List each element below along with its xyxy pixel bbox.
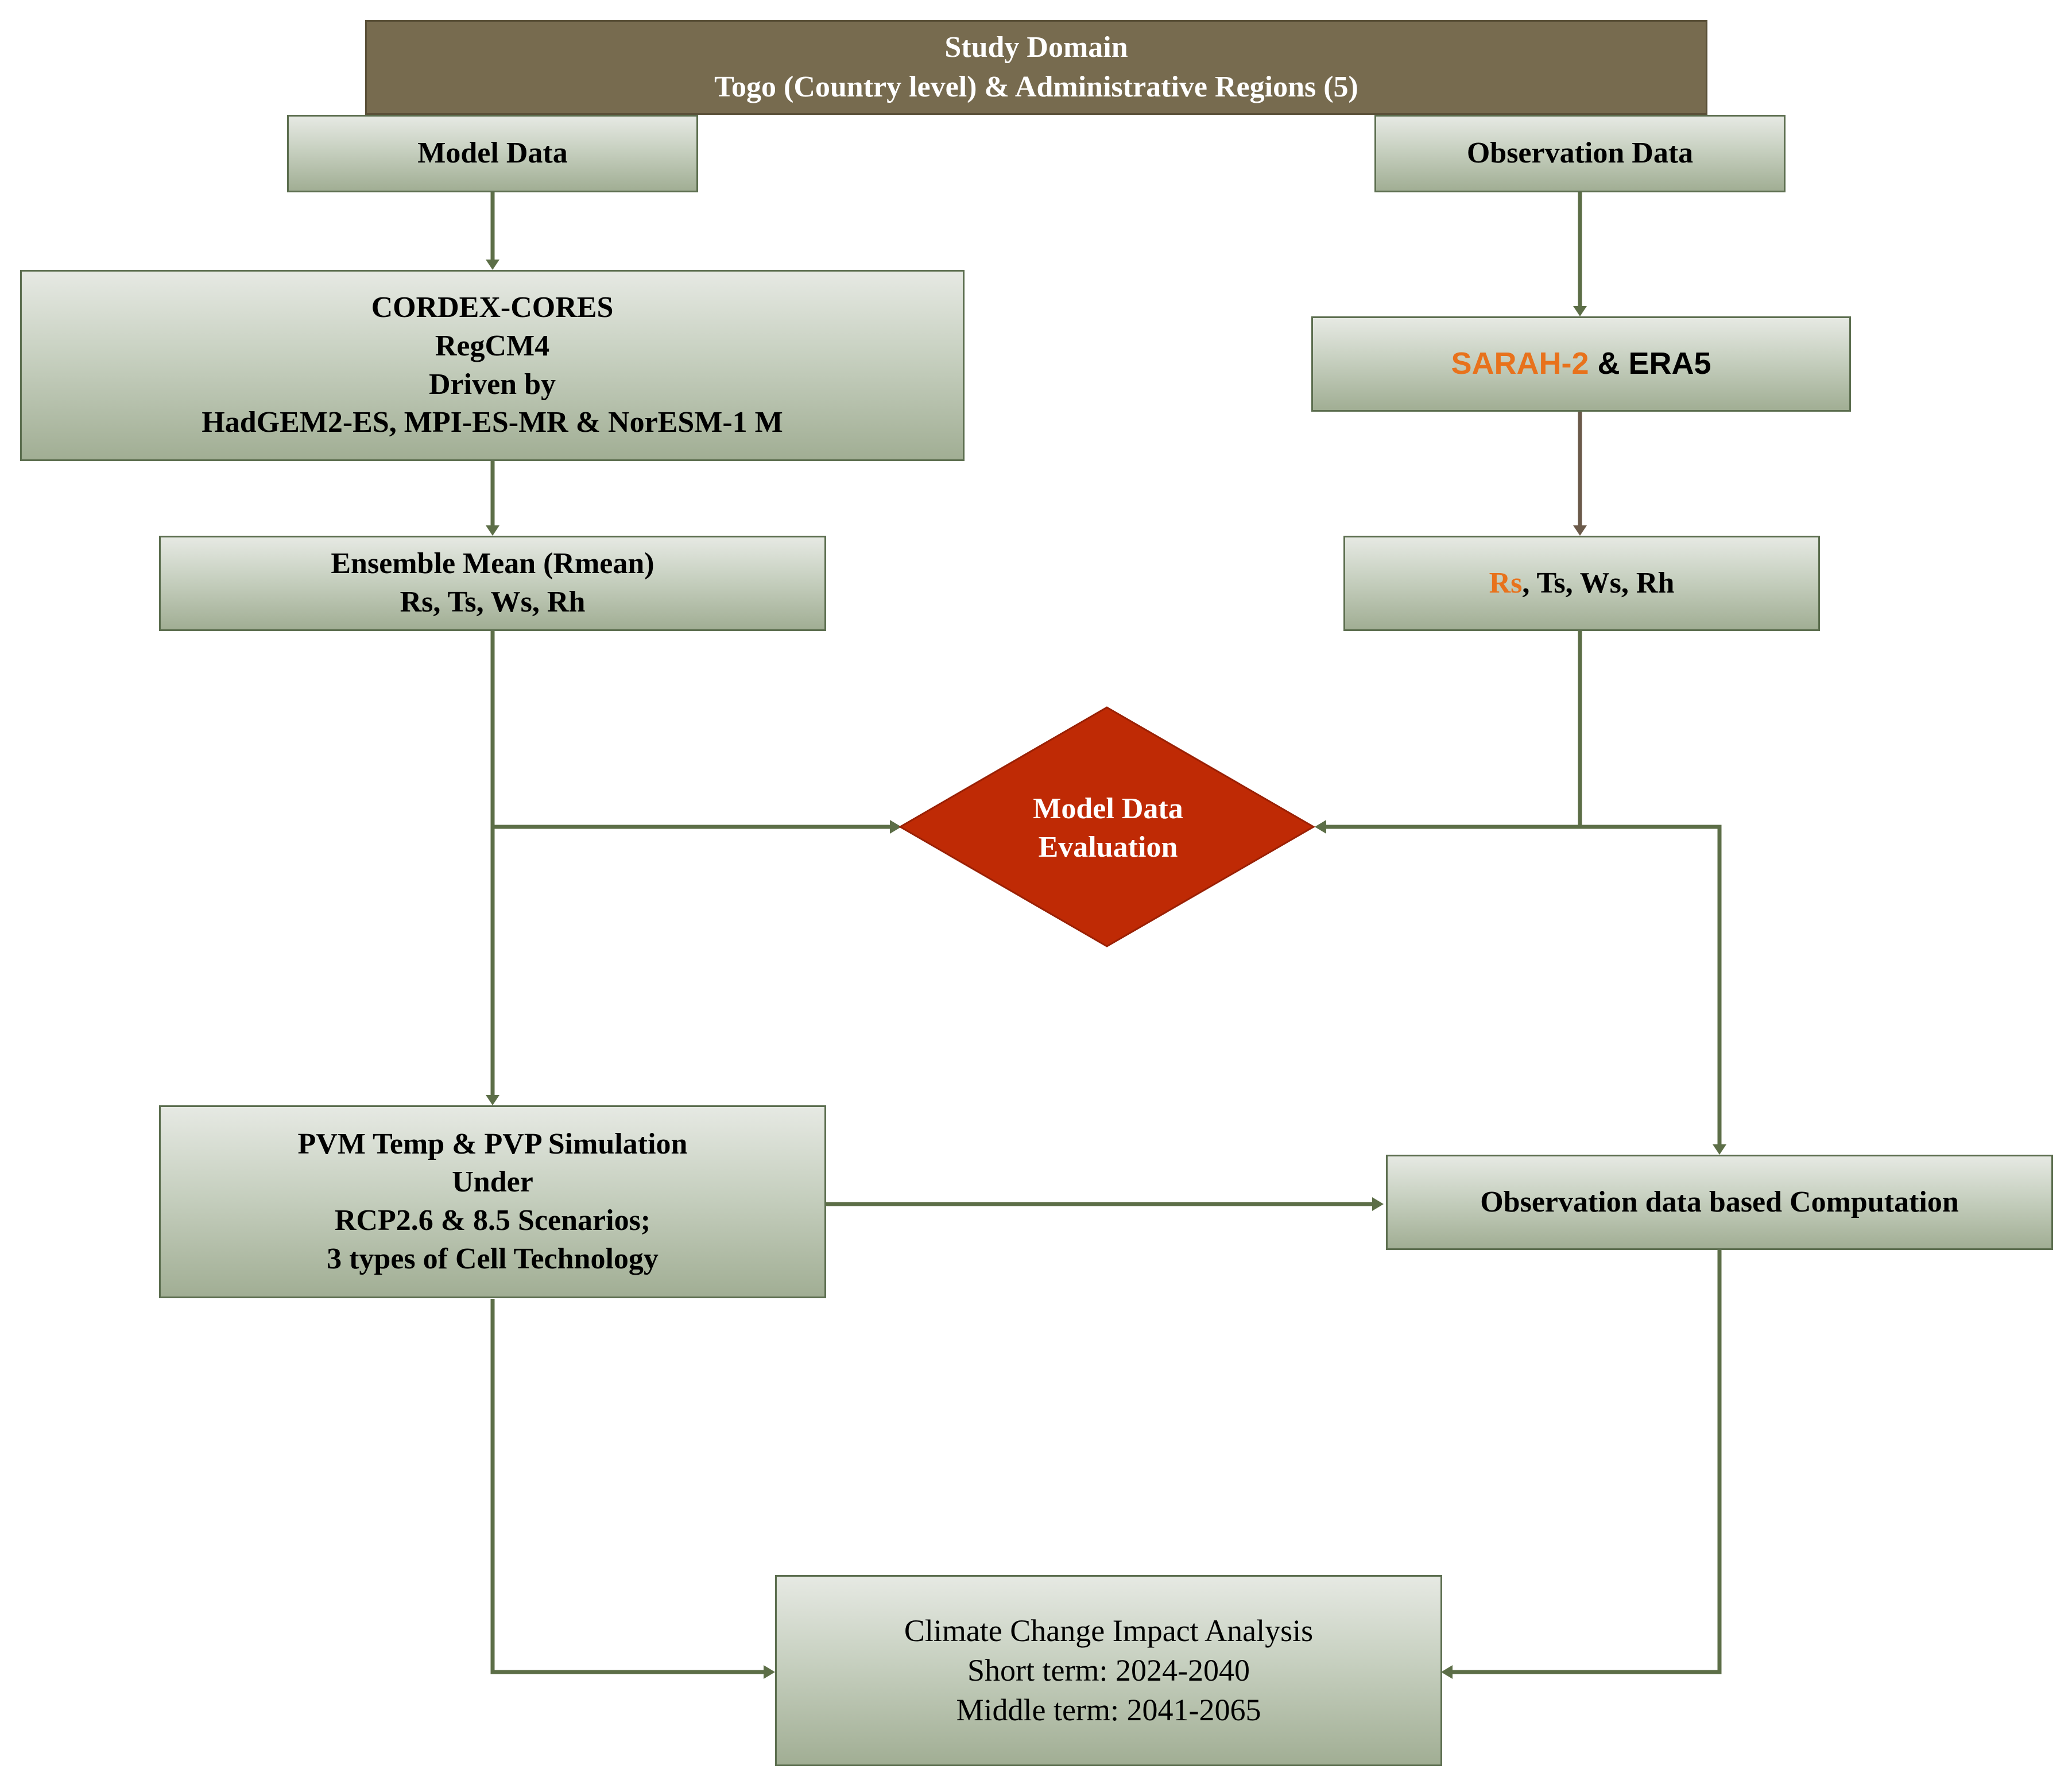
- arrowhead-impact-left: [764, 1665, 775, 1679]
- model-data-box: Model Data: [287, 115, 698, 192]
- cordex-box: CORDEX-CORES RegCM4 Driven by HadGEM2-ES…: [20, 270, 965, 461]
- ensemble-mean-box: Ensemble Mean (Rmean) Rs, Ts, Ws, Rh: [159, 536, 826, 631]
- rs-highlight: Rs: [1489, 566, 1523, 599]
- cordex-line-3: Driven by: [429, 367, 556, 401]
- cordex-line-1: CORDEX-CORES: [371, 291, 614, 324]
- study-domain-subtitle: Togo (Country level) & Administrative Re…: [714, 70, 1358, 103]
- arrowhead-impact-right: [1441, 1665, 1453, 1679]
- impact-line-2: Short term: 2024-2040: [967, 1653, 1250, 1688]
- observation-computation-label: Observation data based Computation: [1480, 1185, 1959, 1218]
- era5-text: & ERA5: [1589, 346, 1711, 381]
- arrowhead-evaluation-left: [890, 820, 901, 834]
- impact-line-3: Middle term: 2041-2065: [956, 1693, 1261, 1728]
- connector-simulation-to-impact: [490, 1299, 769, 1674]
- cordex-line-2: RegCM4: [435, 329, 550, 362]
- evaluation-line-2: Evaluation: [1038, 831, 1178, 864]
- arrowhead-computation: [1713, 1144, 1726, 1155]
- arrowhead-cordex: [486, 260, 499, 270]
- study-domain-title: Study Domain: [944, 30, 1128, 64]
- simulation-box: PVM Temp & PVP Simulation Under RCP2.6 &…: [159, 1105, 826, 1298]
- arrowhead-evaluation-right: [1315, 820, 1326, 834]
- observation-variables-label: Rs, Ts, Ws, Rh: [1489, 564, 1675, 603]
- observation-data-label: Observation Data: [1466, 137, 1694, 170]
- sarah-era5-box: SARAH-2 & ERA5: [1311, 316, 1851, 412]
- impact-analysis-box: Climate Change Impact Analysis Short ter…: [775, 1575, 1442, 1766]
- arrowhead-computation-left: [1372, 1197, 1384, 1211]
- simulation-line-3: RCP2.6 & 8.5 Scenarios;: [334, 1204, 651, 1237]
- study-domain-box: Study Domain Togo (Country level) & Admi…: [365, 20, 1707, 115]
- ensemble-line-1: Ensemble Mean (Rmean): [331, 547, 654, 581]
- evaluation-line-1: Model Data: [1033, 792, 1183, 826]
- sarah2-highlight: SARAH-2: [1451, 346, 1589, 381]
- arrowhead-sarah: [1573, 306, 1587, 316]
- arrowhead-obsvars: [1573, 525, 1587, 536]
- cordex-line-4: HadGEM2-ES, MPI-ES-MR & NorESM-1 M: [202, 406, 783, 439]
- connector-computation-to-impact: [1447, 1250, 1722, 1674]
- observation-computation-box: Observation data based Computation: [1386, 1155, 2053, 1250]
- arrowhead-simulation: [486, 1095, 499, 1105]
- sarah-era5-label: SARAH-2 & ERA5: [1451, 344, 1711, 384]
- observation-variables-rest: , Ts, Ws, Rh: [1522, 566, 1675, 599]
- impact-line-1: Climate Change Impact Analysis: [904, 1613, 1314, 1648]
- observation-variables-box: Rs, Ts, Ws, Rh: [1343, 536, 1820, 631]
- ensemble-line-2: Rs, Ts, Ws, Rh: [400, 586, 586, 618]
- connector-obsvars-branch: [1578, 630, 1722, 1150]
- evaluation-label: Model Data Evaluation: [901, 780, 1315, 877]
- evaluation-diamond: [898, 706, 1315, 947]
- simulation-line-1: PVM Temp & PVP Simulation: [297, 1127, 688, 1160]
- arrowhead-ensemble: [486, 525, 499, 536]
- observation-data-box: Observation Data: [1374, 115, 1786, 192]
- simulation-line-4: 3 types of Cell Technology: [327, 1242, 659, 1275]
- model-data-label: Model Data: [417, 137, 568, 170]
- simulation-line-2: Under: [452, 1166, 533, 1199]
